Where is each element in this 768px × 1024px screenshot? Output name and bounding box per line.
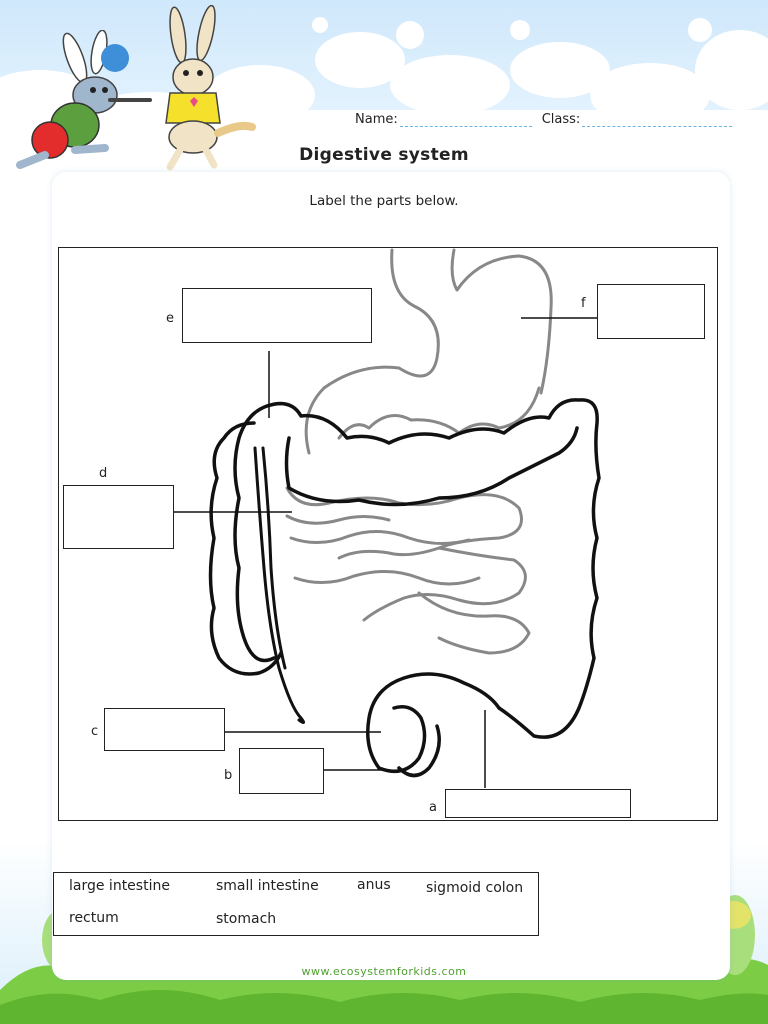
rectum-shape xyxy=(253,446,306,725)
label-letter-e: e xyxy=(166,311,174,326)
website-link[interactable]: www.ecosystemforkids.com xyxy=(301,965,467,978)
digestive-diagram: e f d c b a xyxy=(58,247,718,821)
label-box-e[interactable] xyxy=(182,288,372,343)
word-bank: large intestine small intestine anus sig… xyxy=(53,872,539,936)
class-field[interactable] xyxy=(582,114,733,127)
rabbit-mascot-icon xyxy=(165,5,256,171)
word-small-intestine: small intestine xyxy=(216,878,319,894)
clouds xyxy=(0,17,768,160)
pointer-lines xyxy=(173,317,597,788)
label-box-b[interactable] xyxy=(239,748,324,794)
rabbit-mascot-icon xyxy=(16,30,152,169)
page-title: Digestive system xyxy=(299,145,469,165)
digestive-system-illustration xyxy=(173,248,601,788)
word-stomach: stomach xyxy=(216,911,277,927)
label-box-d[interactable] xyxy=(63,485,174,549)
stomach-shape xyxy=(304,248,553,455)
label-box-f[interactable] xyxy=(597,284,705,339)
instruction-text: Label the parts below. xyxy=(309,193,459,209)
name-label: Name: xyxy=(355,112,398,127)
label-letter-f: f xyxy=(581,296,586,311)
word-rectum: rectum xyxy=(69,910,119,926)
name-field[interactable] xyxy=(399,114,532,127)
label-box-a[interactable] xyxy=(445,789,631,818)
label-letter-c: c xyxy=(91,724,99,739)
label-box-c[interactable] xyxy=(104,708,225,751)
name-class-row: Name: Class: xyxy=(355,112,733,127)
small-intestine-shape xyxy=(285,486,531,655)
word-sigmoid-colon: sigmoid colon xyxy=(426,880,524,896)
word-large-intestine: large intestine xyxy=(69,878,170,894)
label-letter-a: a xyxy=(429,800,437,815)
class-label: Class: xyxy=(541,112,581,127)
word-anus: anus xyxy=(357,877,391,893)
label-letter-b: b xyxy=(224,768,233,783)
label-letter-d: d xyxy=(99,466,108,481)
large-intestine-shape xyxy=(208,398,601,778)
